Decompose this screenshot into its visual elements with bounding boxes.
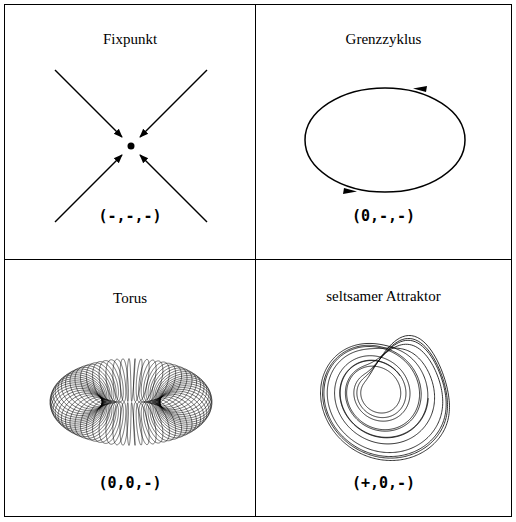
torus-figure	[50, 359, 212, 446]
panel-title: Torus	[113, 290, 147, 307]
lyapunov-signature: (+,0,-)	[352, 474, 415, 492]
lyapunov-signature: (0,0,-)	[98, 474, 161, 492]
panel-title: Fixpunkt	[103, 31, 157, 48]
lyapunov-signature: (0,-,-)	[352, 207, 415, 225]
panel-title: Grenzzyklus	[346, 31, 422, 48]
attractor-panel: Grenzzyklus (0,-,-)	[255, 4, 512, 260]
fixed-point-figure	[55, 70, 207, 222]
attractor-panel: seltsamer Attraktor (+,0,-)	[255, 259, 512, 517]
limit-cycle-figure	[305, 86, 465, 194]
attractor-panel: Fixpunkt (-,-,-)	[4, 4, 256, 260]
attractor-panel: Torus (0,0,-)	[4, 259, 256, 517]
panel-title: seltsamer Attraktor	[326, 288, 441, 305]
lyapunov-signature: (-,-,-)	[98, 207, 161, 225]
strange-attractor-figure	[321, 336, 450, 461]
